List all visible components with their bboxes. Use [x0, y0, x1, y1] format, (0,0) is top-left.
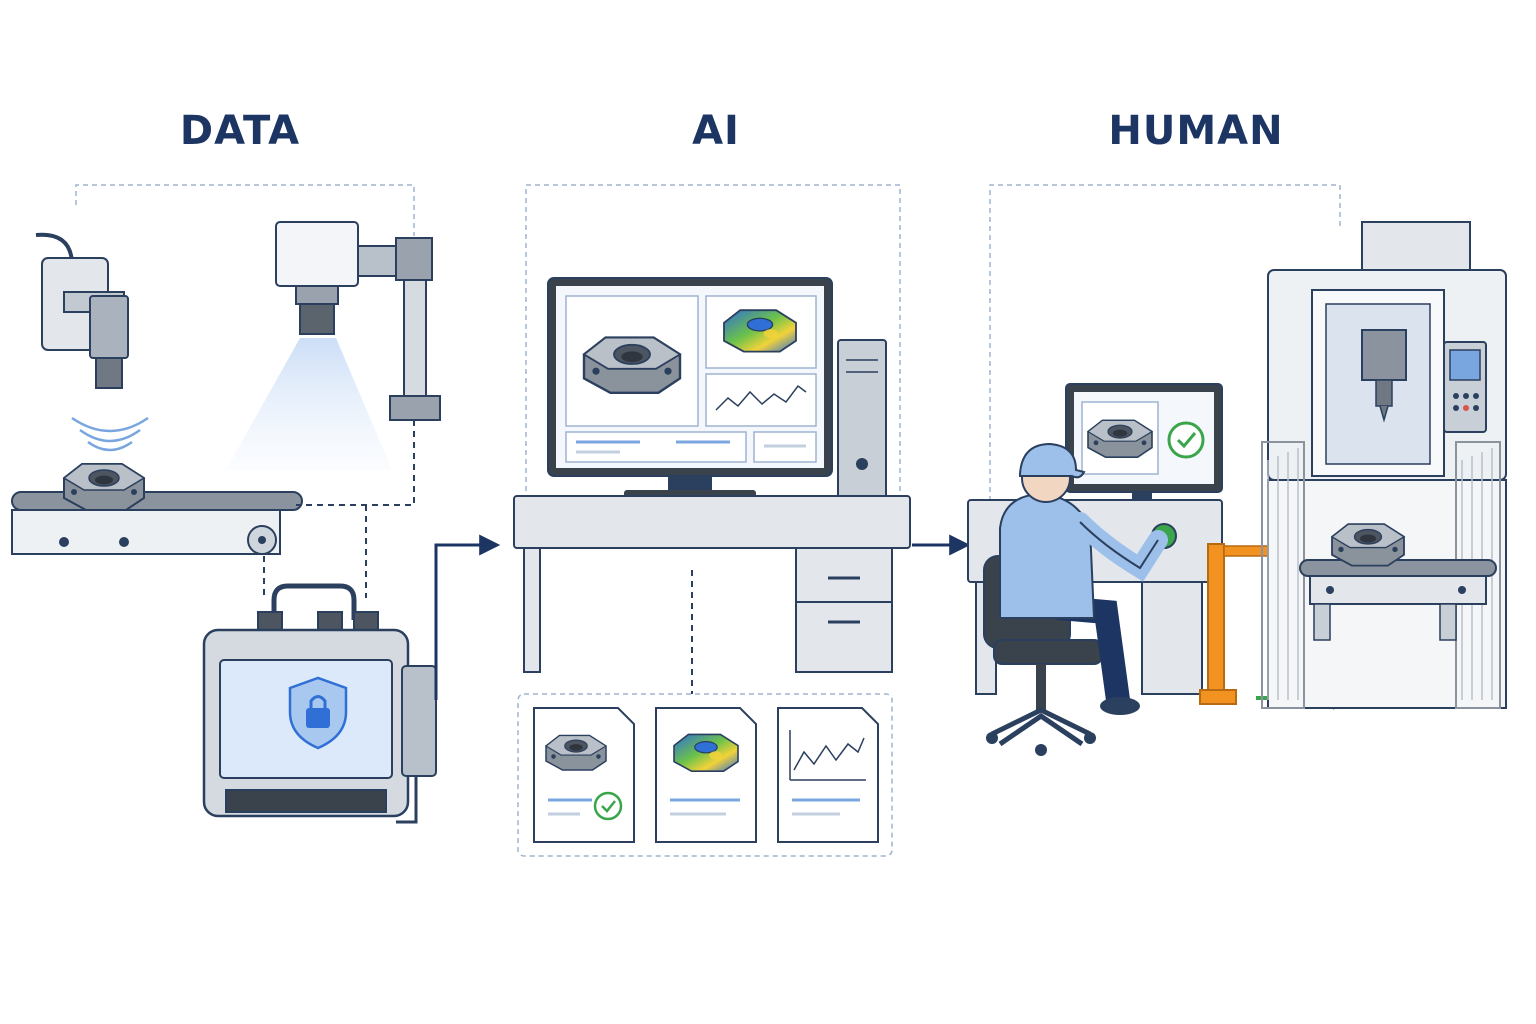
- reports-dashed-frame: [517, 693, 893, 857]
- report-document-icon: [655, 707, 757, 843]
- stage-title-ai: AI: [692, 108, 740, 154]
- workstation-icon: [513, 277, 911, 673]
- ai-dashed-frame: [525, 184, 901, 500]
- human-dashed-frame: [989, 184, 1341, 510]
- human-stage-group: [967, 184, 1507, 756]
- conveyor-icon: [11, 463, 303, 555]
- shield-lock-icon: [288, 676, 348, 750]
- camera-icon: [226, 221, 441, 470]
- check-icon: [593, 791, 623, 821]
- data-stage-group: [11, 184, 501, 824]
- flow-arrow-data-to-ai: [434, 534, 501, 700]
- report-document-icon: [533, 707, 635, 843]
- data-dashed-frame: [75, 184, 415, 236]
- proximity-sensor-icon: [35, 232, 149, 452]
- cnc-machine-icon: [1261, 221, 1507, 709]
- check-icon: [1167, 421, 1205, 459]
- stage-title-data: DATA: [179, 108, 301, 154]
- stage-title-human: HUMAN: [1108, 108, 1284, 154]
- report-document-icon: [777, 707, 879, 843]
- operator-icon: [983, 442, 1168, 756]
- ai-stage-group: [513, 184, 971, 857]
